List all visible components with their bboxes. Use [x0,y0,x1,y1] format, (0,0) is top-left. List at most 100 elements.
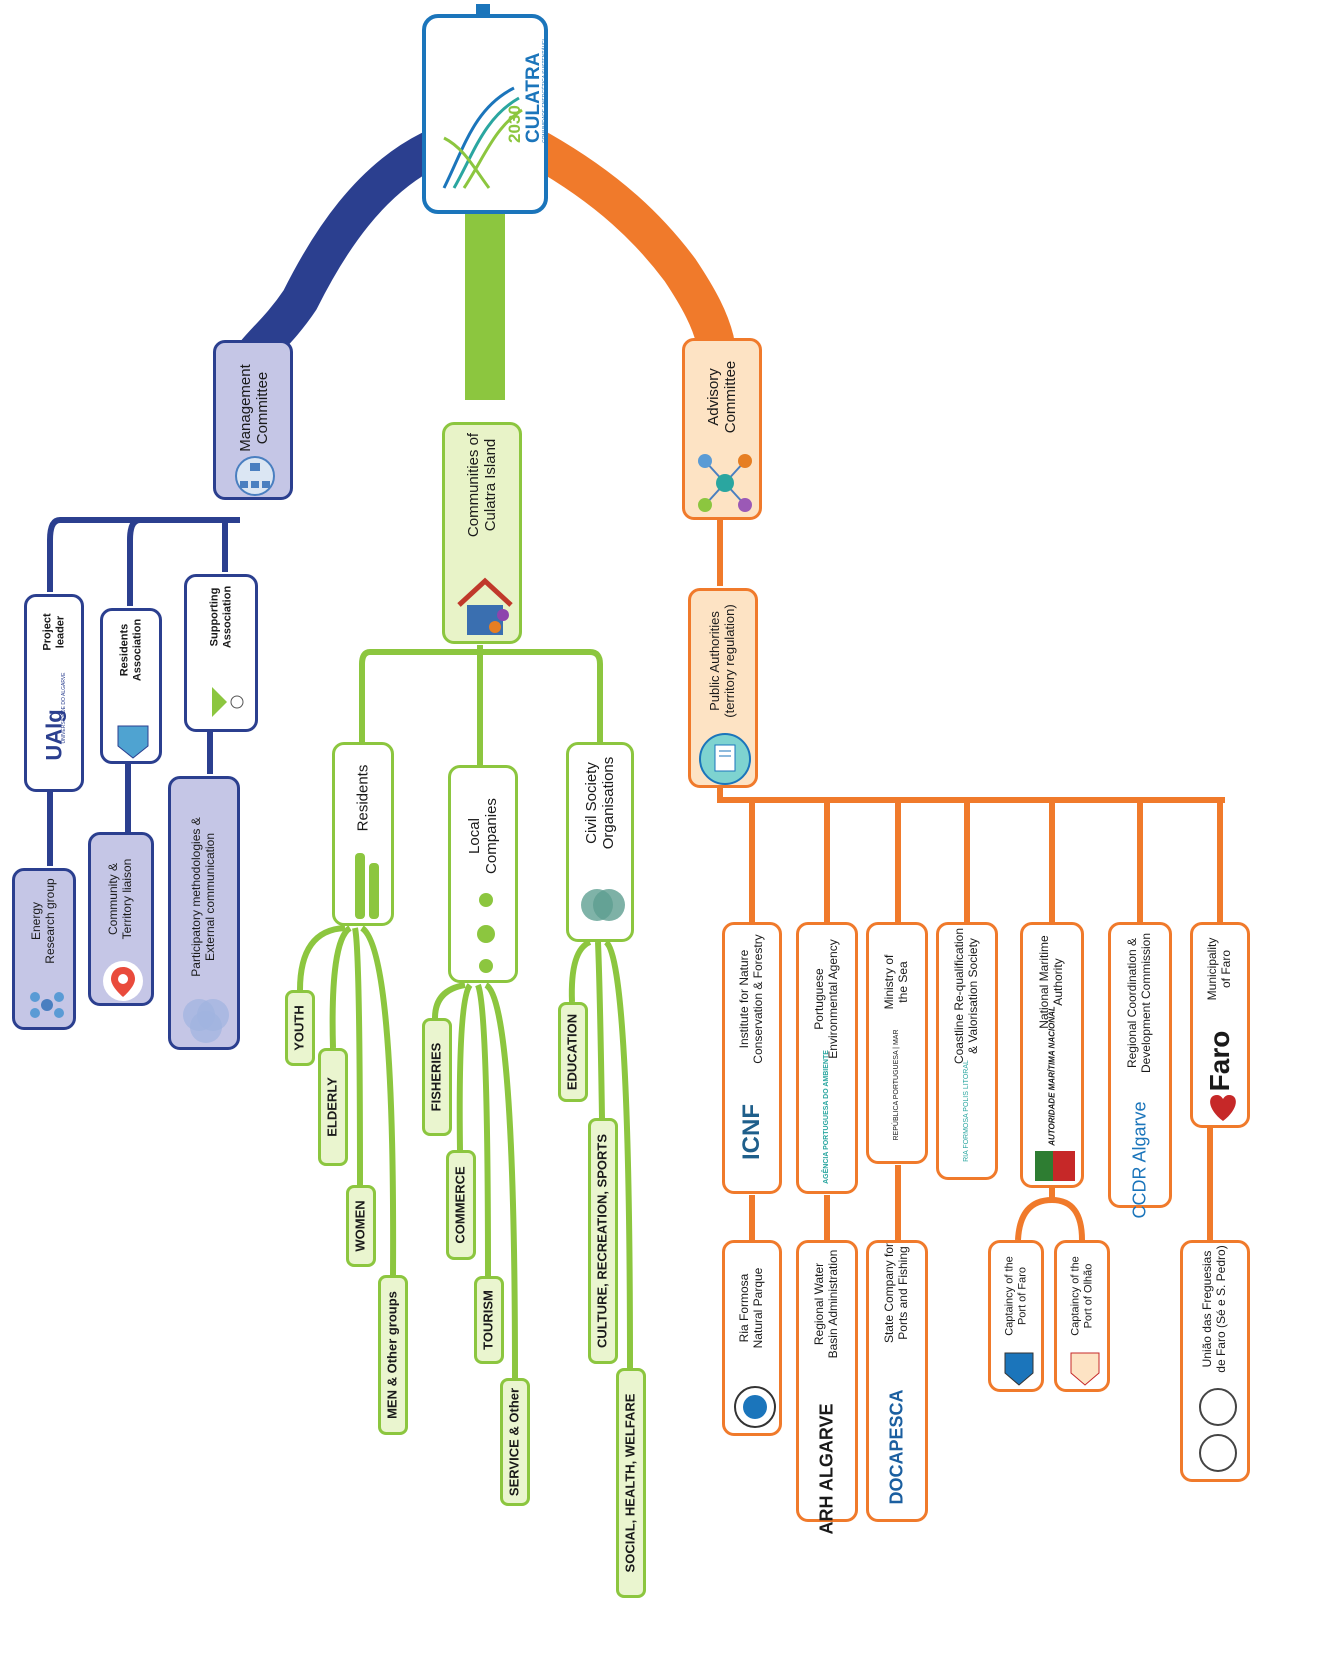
business-money-icon [477,893,495,973]
authority-name: Coastline Re-qualification& Valorisation… [952,927,980,1064]
map-pin-icon [103,961,143,1001]
tag-label: CULTURE, RECREATION, SPORTS [594,1133,610,1349]
regulation-document-icon [699,733,751,785]
residents-group-women[interactable]: WOMEN [346,1185,376,1267]
tag-label: TOURISM [480,1290,496,1350]
civil-venn-icon [581,889,625,921]
authority-polis-node[interactable]: Coastline Re-qualification& Valorisation… [936,922,998,1180]
ria-formosa-seal-icon [734,1386,776,1428]
network-people-icon [698,454,752,512]
faro-port-crest-icon [1004,1352,1034,1386]
butterfly-logo-icon [212,687,244,717]
faro-logo: Faro [1203,1030,1235,1092]
community-liaison-node[interactable]: Community &Territory liaison [88,832,154,1006]
maritime-logo: AUTORIDADE MARÍTIMA NACIONAL [1047,1006,1057,1146]
tag-label: WOMEN [352,1200,368,1252]
tag-label: MEN & Other groups [384,1291,400,1419]
authority-ccdr-node[interactable]: Regional Coordination &Development Commi… [1108,922,1172,1219]
apa-logo: AGÊNCIA PORTUGUESA DO AMBIENTE [822,1049,830,1184]
company-group-fisheries[interactable]: FISHERIES [422,1018,452,1136]
residents-node[interactable]: Residents [332,742,394,926]
tag-label: SERVICE & Other [506,1387,522,1497]
tag-label: ELDERLY [324,1077,340,1137]
community-house-icon [457,577,513,635]
public-authorities-node[interactable]: Public Authorities(territory regulation) [688,588,758,788]
civil-group-education[interactable]: EDUCATION [558,1002,588,1102]
logo-tagline: COMUNIDADE ENERGÉTICA SUSTENTÁVEL [542,37,548,143]
orange-trunk [521,131,734,359]
blue-trunk [231,131,449,379]
ualg-sub: UNIVERSIDADE DO ALGARVE [60,672,67,744]
company-group-commerce[interactable]: COMMERCE [446,1150,476,1260]
authority-name: Regional Coordination &Development Commi… [1125,933,1153,1074]
olhao-port-crest-icon [1070,1352,1100,1386]
org-chart-icon [235,456,275,496]
participatory-label: Participatory methodologies &External co… [189,817,217,977]
tag-label: YOUTH [291,1005,307,1051]
sea-ministry-logo: REPÚBLICA PORTUGUESA | MAR [892,1029,900,1141]
company-group-tourism[interactable]: TOURISM [474,1276,504,1364]
civil-group-culture[interactable]: CULTURE, RECREATION, SPORTS [588,1118,618,1364]
energy-hexagons-icon [30,992,64,1018]
tag-label: EDUCATION [564,1013,580,1091]
public-authorities-label: Public Authorities(territory regulation) [707,604,737,718]
parish-crests-icon [1199,1388,1237,1472]
icnf-logo: ICNF [738,1104,766,1161]
community-liaison-label: Community &Territory liaison [106,858,134,940]
company-group-service-other[interactable]: SERVICE & Other [500,1378,530,1506]
residents-group-elderly[interactable]: ELDERLY [318,1048,348,1166]
faro-heart-icon [1210,1095,1236,1121]
maritime-flag-icon [1035,1151,1075,1181]
residents-group-men-other[interactable]: MEN & Other groups [378,1275,408,1435]
family-people-icon [355,853,379,919]
ccdr-logo: CCDR Algarve [1129,1101,1150,1219]
participatory-methods-node[interactable]: Participatory methodologies &External co… [168,776,240,1050]
association-crest-icon [117,725,149,759]
tag-label: SOCIAL, HEALTH, WELFARE [622,1393,638,1573]
civil-group-social[interactable]: SOCIAL, HEALTH, WELFARE [616,1368,646,1598]
residents-group-youth[interactable]: YOUTH [285,990,315,1066]
arh-logo: ARH ALGARVE [816,1403,837,1535]
venn-circles-icon [183,999,229,1043]
culatra-wave-icon [442,86,523,189]
docapesca-logo: DOCAPESCA [886,1389,907,1505]
